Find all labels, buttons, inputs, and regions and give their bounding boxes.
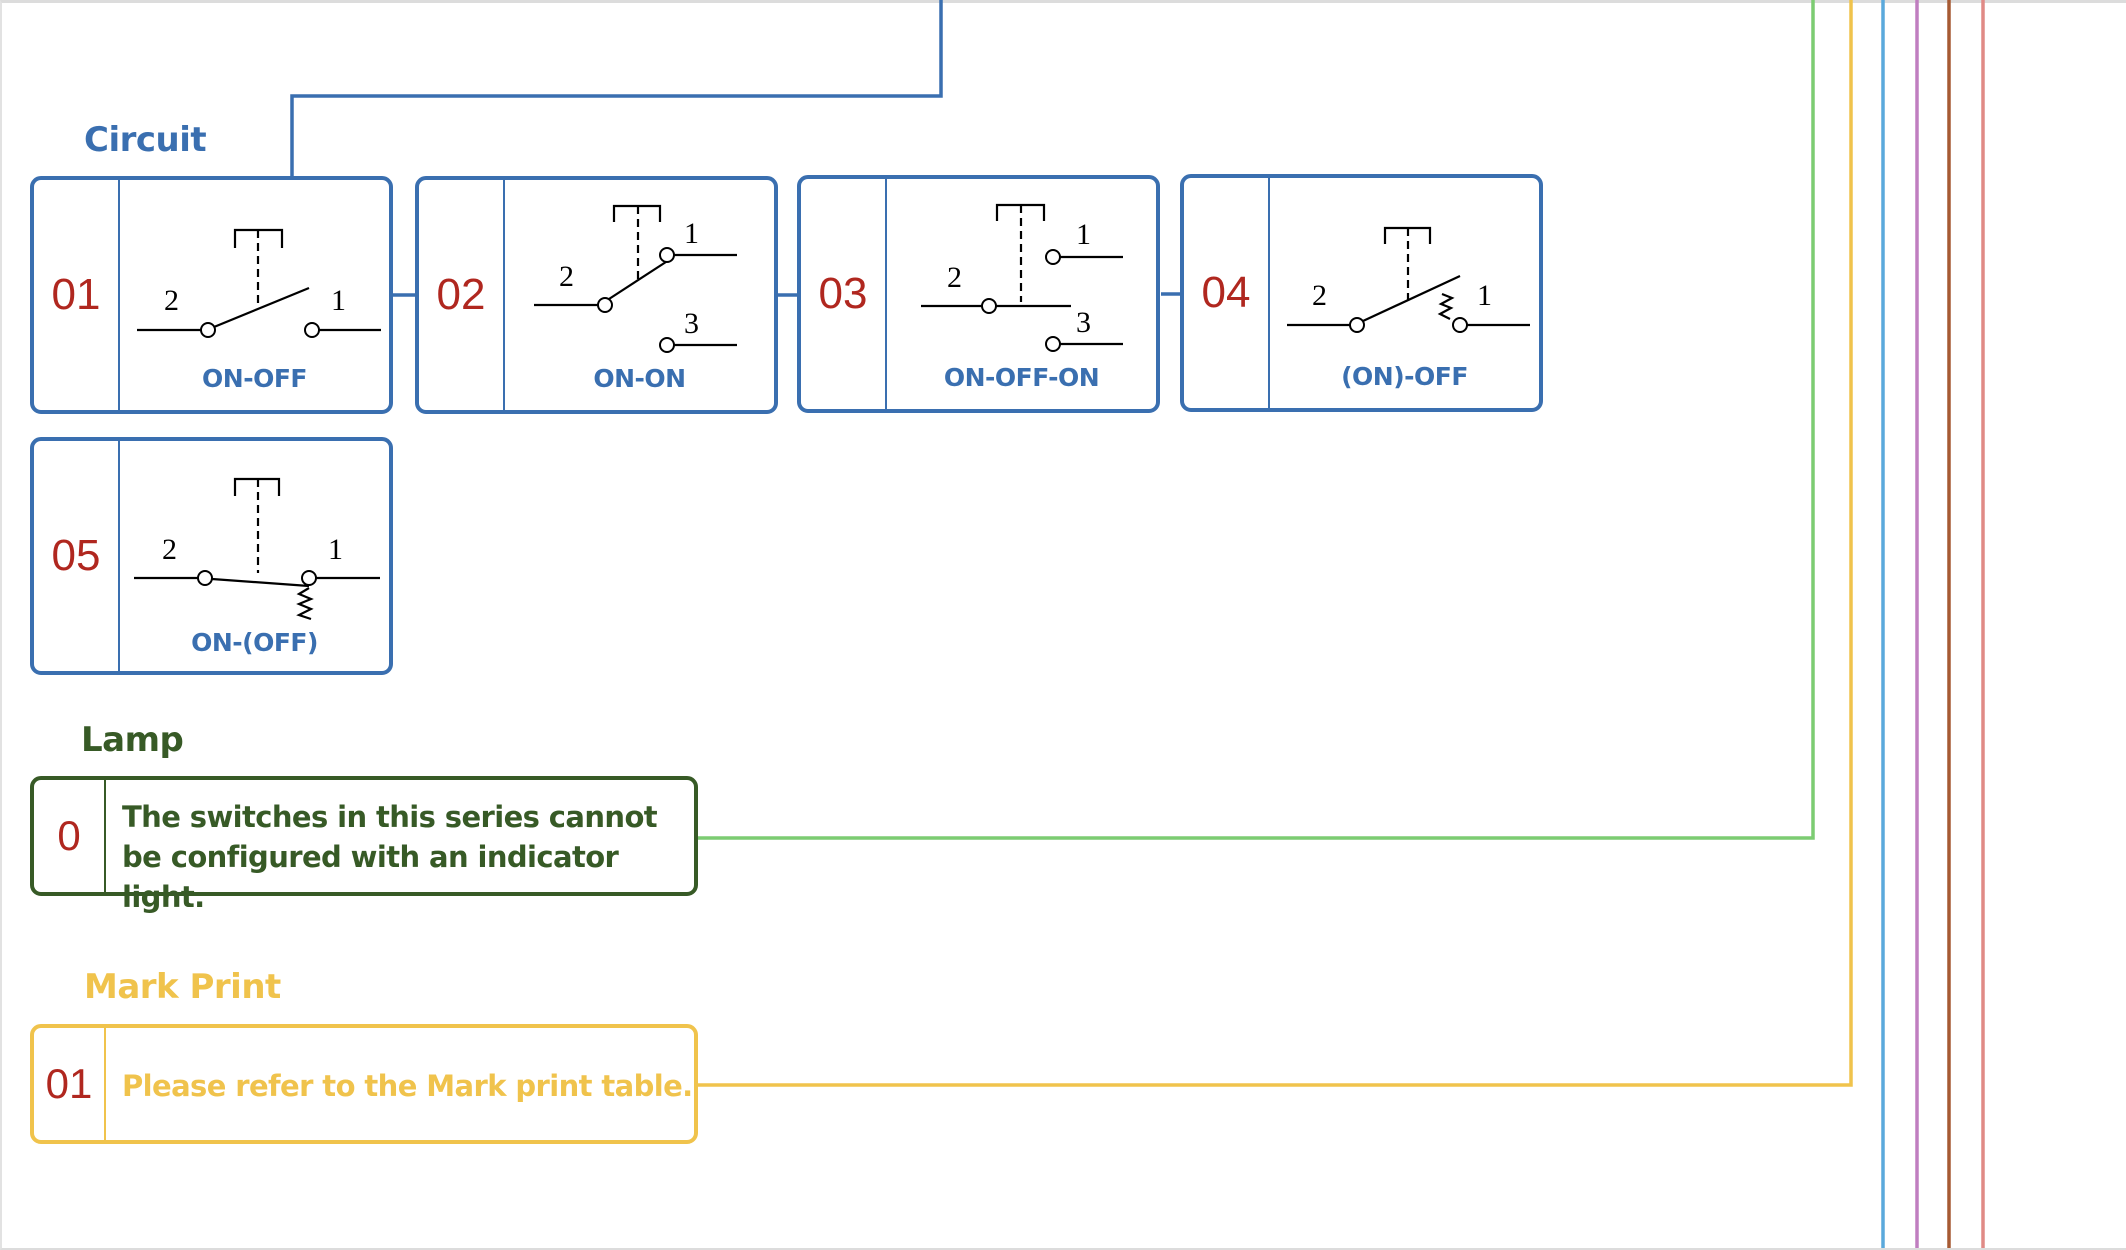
terminal-label: 2 [1312, 279, 1327, 312]
lamp-code: 0 [34, 780, 106, 892]
circuit-code: 05 [34, 441, 120, 671]
circuit-code: 04 [1184, 178, 1270, 408]
lamp-description: The switches in this series cannot be co… [122, 800, 658, 914]
spst-switch-icon: 2 1 [137, 228, 381, 338]
terminal-label: 2 [164, 284, 179, 317]
lamp-section-title: Lamp [81, 720, 184, 760]
mark-print-description: Please refer to the Mark print table. [122, 1069, 693, 1103]
mark-print-section-title: Mark Print [84, 967, 281, 1007]
momentary-off-switch-icon: 2 1 [134, 477, 380, 621]
circuit-option-03[interactable]: 03 2 1 3 ON-OFF-ON [797, 175, 1160, 413]
lamp-connector-line [698, 0, 1815, 840]
circuit-option-02[interactable]: 02 2 1 3 ON-ON [415, 176, 778, 414]
circuit-option-04[interactable]: 04 2 1 (ON)-OFF [1180, 174, 1543, 412]
spdt-switch-icon: 2 1 3 [534, 204, 737, 353]
circuit-option-05[interactable]: 05 2 1 ON-(OFF) [30, 437, 393, 675]
circuit-code: 02 [419, 180, 505, 410]
terminal-label: 1 [1076, 218, 1091, 251]
circuit-connector-line [290, 0, 943, 178]
terminal-label: 1 [328, 533, 343, 566]
momentary-on-switch-icon: 2 1 [1287, 226, 1530, 333]
terminal-label: 2 [162, 533, 177, 566]
terminal-label: 2 [947, 261, 962, 294]
circuit-mode-label: ON-OFF-ON [943, 363, 1100, 392]
terminal-label: 1 [684, 217, 699, 250]
circuit-mode-label: ON-(OFF) [191, 628, 318, 657]
terminal-label: 3 [684, 307, 699, 340]
mark-print-code: 01 [34, 1028, 106, 1140]
spdt-center-off-switch-icon: 2 1 3 [921, 203, 1123, 352]
circuit-section-title: Circuit [84, 120, 207, 160]
mark-print-connector-line [698, 0, 1853, 1087]
circuit-code: 03 [801, 179, 887, 409]
circuit-mode-label: ON-OFF [202, 364, 307, 393]
lamp-option-0[interactable]: 0 The switches in this series cannot be … [30, 776, 698, 914]
circuit-mode-label: ON-ON [593, 364, 686, 393]
terminal-label: 1 [1477, 279, 1492, 312]
terminal-label: 1 [331, 284, 346, 317]
mark-print-option-01[interactable]: 01 Please refer to the Mark print table. [30, 1024, 698, 1144]
circuit-code: 01 [34, 180, 120, 410]
terminal-label: 3 [1076, 306, 1091, 339]
terminal-label: 2 [559, 260, 574, 293]
circuit-mode-label: (ON)-OFF [1341, 362, 1468, 391]
circuit-option-01[interactable]: 01 2 1 ON-OFF [30, 176, 393, 414]
